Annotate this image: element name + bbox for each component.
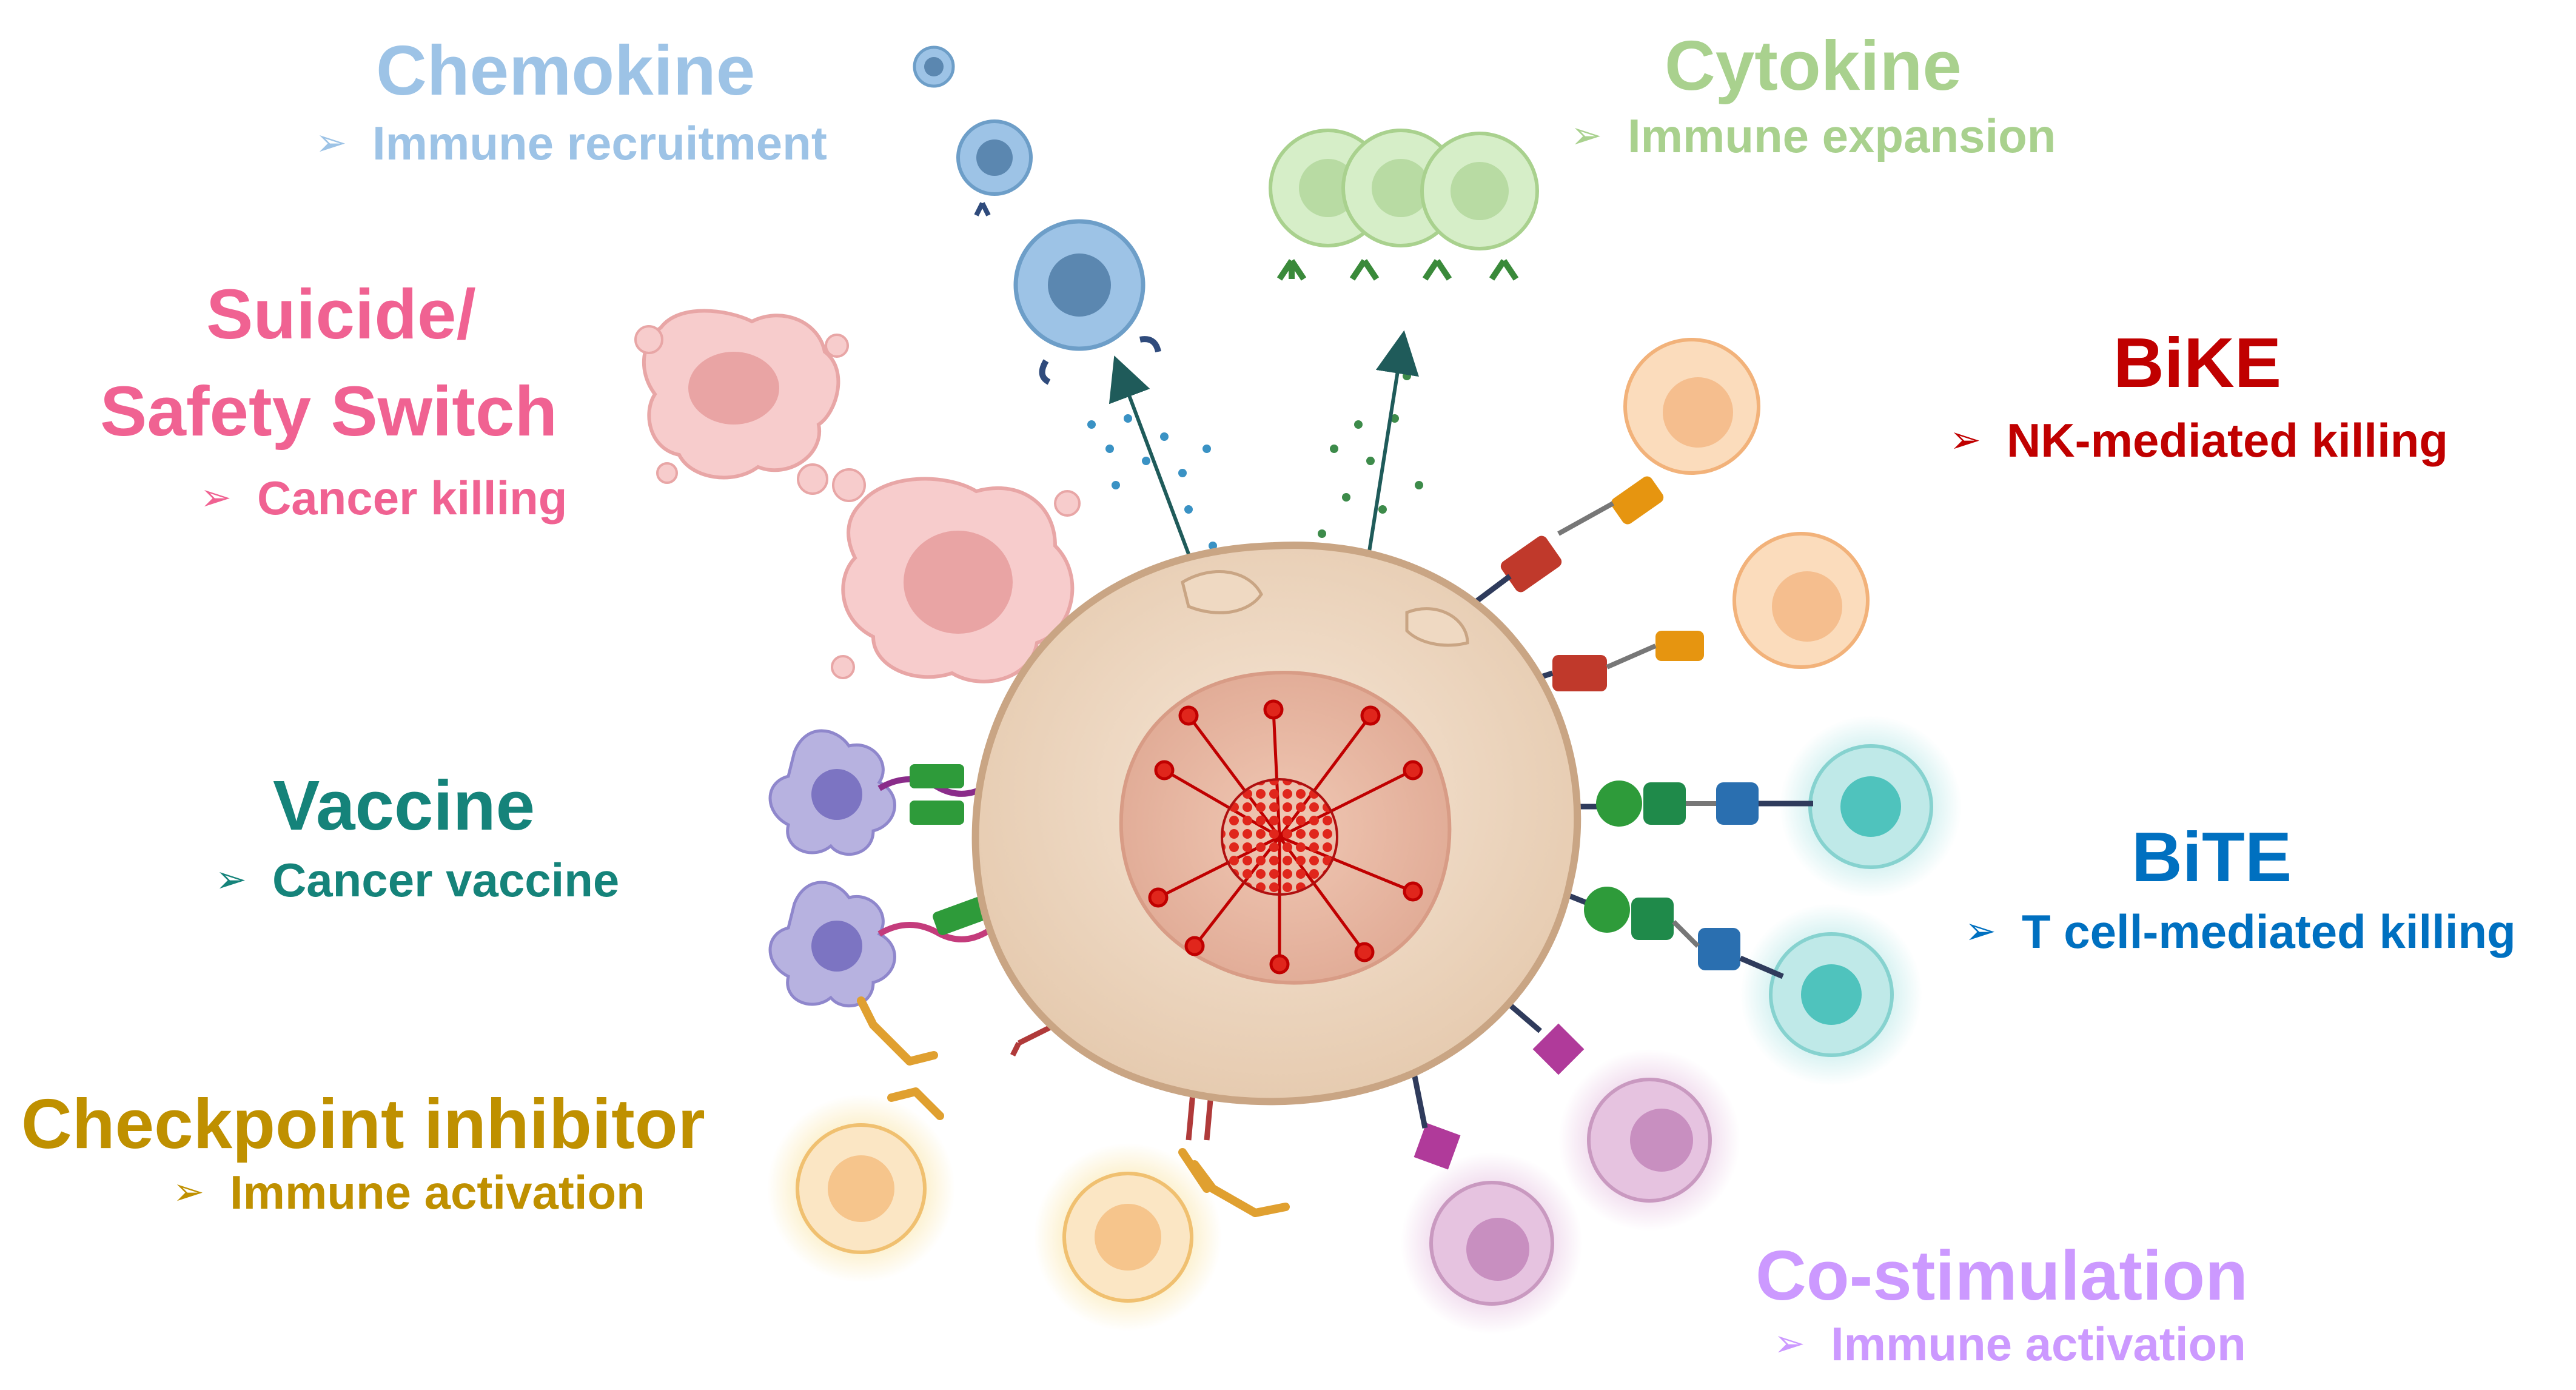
chemokine-subtitle: ➢ Immune recruitment: [315, 115, 827, 172]
suicide-title-line2: Safety Switch: [100, 372, 558, 451]
checkpoint-title: Checkpoint inhibitor: [21, 1084, 705, 1163]
mhc-receptor: [910, 764, 990, 935]
oncolytic-virus-icon: [1148, 699, 1423, 975]
bullet-arrow-icon: ➢: [215, 859, 247, 901]
bite-title: BiTE: [2132, 818, 2292, 896]
chemokine-subtitle-text: Immune recruitment: [372, 116, 827, 170]
cytokine-subtitle: ➢ Immune expansion: [1571, 108, 2056, 165]
bullet-arrow-icon: ➢: [173, 1171, 204, 1214]
suicide-subtitle-text: Cancer killing: [257, 471, 568, 525]
nk-cell-icon: [1623, 338, 1870, 669]
dying-cancer-cell-icon: [831, 468, 1081, 703]
bike-molecule: [1460, 476, 1704, 694]
cytokine-subtitle-text: Immune expansion: [1627, 109, 2056, 163]
dying-cancer-cell-icon: [634, 309, 849, 495]
antibody-icon: [857, 996, 1290, 1217]
bike-subtitle: ➢ NK-mediated killing: [1950, 412, 2448, 469]
checkpoint-subtitle-text: Immune activation: [229, 1166, 645, 1219]
cytokine-arrow: [1363, 330, 1419, 583]
suicide-title-line1: Suicide/: [206, 275, 476, 354]
vaccine-subtitle-text: Cancer vaccine: [272, 853, 620, 907]
checkpoint-t-cell-icon: [767, 1095, 1222, 1331]
bullet-arrow-icon: ➢: [315, 122, 347, 164]
costim-subtitle-text: Immune activation: [1830, 1317, 2246, 1371]
costim-subtitle: ➢ Immune activation: [1774, 1316, 2246, 1373]
vaccine-title: Vaccine: [273, 766, 535, 845]
chemokine-arrow: [1109, 355, 1196, 571]
bite-subtitle-text: T cell-mediated killing: [2021, 905, 2516, 958]
chemokine-immune-cell-icon: [913, 45, 1161, 385]
costim-title: Co-stimulation: [1756, 1236, 2248, 1315]
bike-subtitle-text: NK-mediated killing: [2006, 414, 2449, 467]
vaccine-subtitle: ➢ Cancer vaccine: [215, 852, 619, 909]
bullet-arrow-icon: ➢: [1571, 115, 1602, 157]
bullet-arrow-icon: ➢: [1950, 419, 1981, 462]
bite-molecule: [1527, 781, 1813, 979]
checkpoint-subtitle: ➢ Immune activation: [173, 1164, 645, 1221]
costim-cell-icon: [1401, 1049, 1740, 1334]
bullet-arrow-icon: ➢: [1965, 910, 1996, 953]
cytokine-title: Cytokine: [1665, 26, 1962, 105]
cytokine-t-cell-icon: [1269, 129, 1539, 281]
bike-title: BiKE: [2113, 323, 2282, 402]
suicide-subtitle: ➢ Cancer killing: [200, 470, 567, 527]
dendritic-cell-icon: [768, 729, 990, 1008]
bullet-arrow-icon: ➢: [1774, 1323, 1805, 1365]
t-cell-icon: [1740, 716, 1962, 1086]
chemokine-title: Chemokine: [376, 31, 756, 110]
bite-subtitle: ➢ T cell-mediated killing: [1965, 904, 2516, 961]
bullet-arrow-icon: ➢: [200, 477, 232, 519]
